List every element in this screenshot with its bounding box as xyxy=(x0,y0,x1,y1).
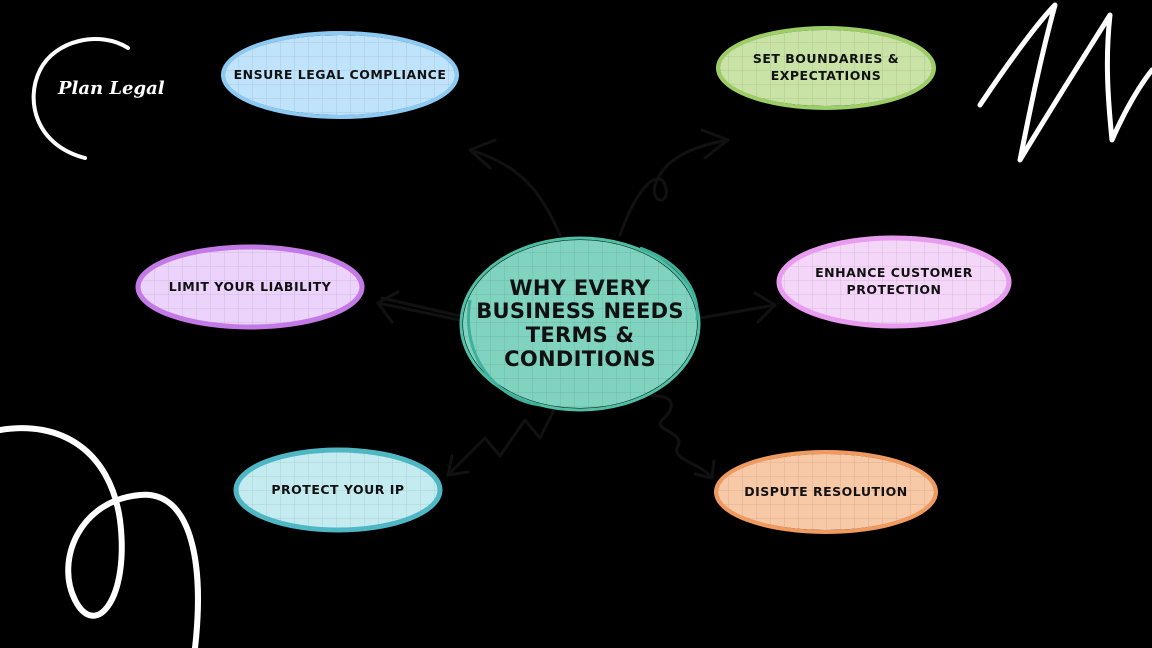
node-ip-shape xyxy=(233,447,443,533)
node-customer-label: Enhance Customer Protection xyxy=(784,260,1004,304)
node-legal-label: Ensure Legal Compliance xyxy=(233,66,447,82)
node-customer-shape xyxy=(776,235,1012,329)
arrow-to-legal xyxy=(468,138,562,237)
node-ip-label: Protect Your IP xyxy=(271,481,405,497)
arrow-to-boundaries xyxy=(618,128,730,237)
center-title-line-3: TERMS & xyxy=(525,323,635,347)
arrow-to-liability xyxy=(376,290,462,324)
node-customer-line-1: Enhance Customer xyxy=(815,265,973,281)
center-title-line-2: BUSINESS NEEDS xyxy=(476,299,684,324)
node-legal-shape xyxy=(221,31,459,119)
arrow-to-customer xyxy=(698,291,777,324)
center-title-line-1: WHY EVERY xyxy=(509,275,651,300)
decorative-scribble-bottom-left xyxy=(0,425,201,648)
arrow-to-dispute xyxy=(650,394,716,480)
node-liability-label: Limit Your Liability xyxy=(168,278,332,294)
node-dispute-shape xyxy=(714,450,938,534)
node-liability-shape xyxy=(135,244,365,330)
center-title: WHY EVERY BUSINESS NEEDS TERMS & CONDITI… xyxy=(470,268,690,380)
node-dispute-label: Dispute Resolution xyxy=(744,483,908,499)
node-boundaries-label: Set Boundaries & Expectations xyxy=(722,46,930,90)
logo-mark xyxy=(31,37,130,160)
node-customer-line-2: Protection xyxy=(846,282,942,297)
center-node xyxy=(459,236,701,412)
arrow-to-ip xyxy=(446,406,557,477)
center-title-line-4: CONDITIONS xyxy=(504,346,656,371)
decorative-scribble-top-right xyxy=(977,2,1152,163)
node-boundaries-line-2: Expectations xyxy=(770,68,882,83)
node-boundaries-line-1: Set Boundaries & xyxy=(752,51,900,67)
node-boundaries-shape xyxy=(716,26,936,110)
logo-text: Plan Legal xyxy=(58,78,165,99)
